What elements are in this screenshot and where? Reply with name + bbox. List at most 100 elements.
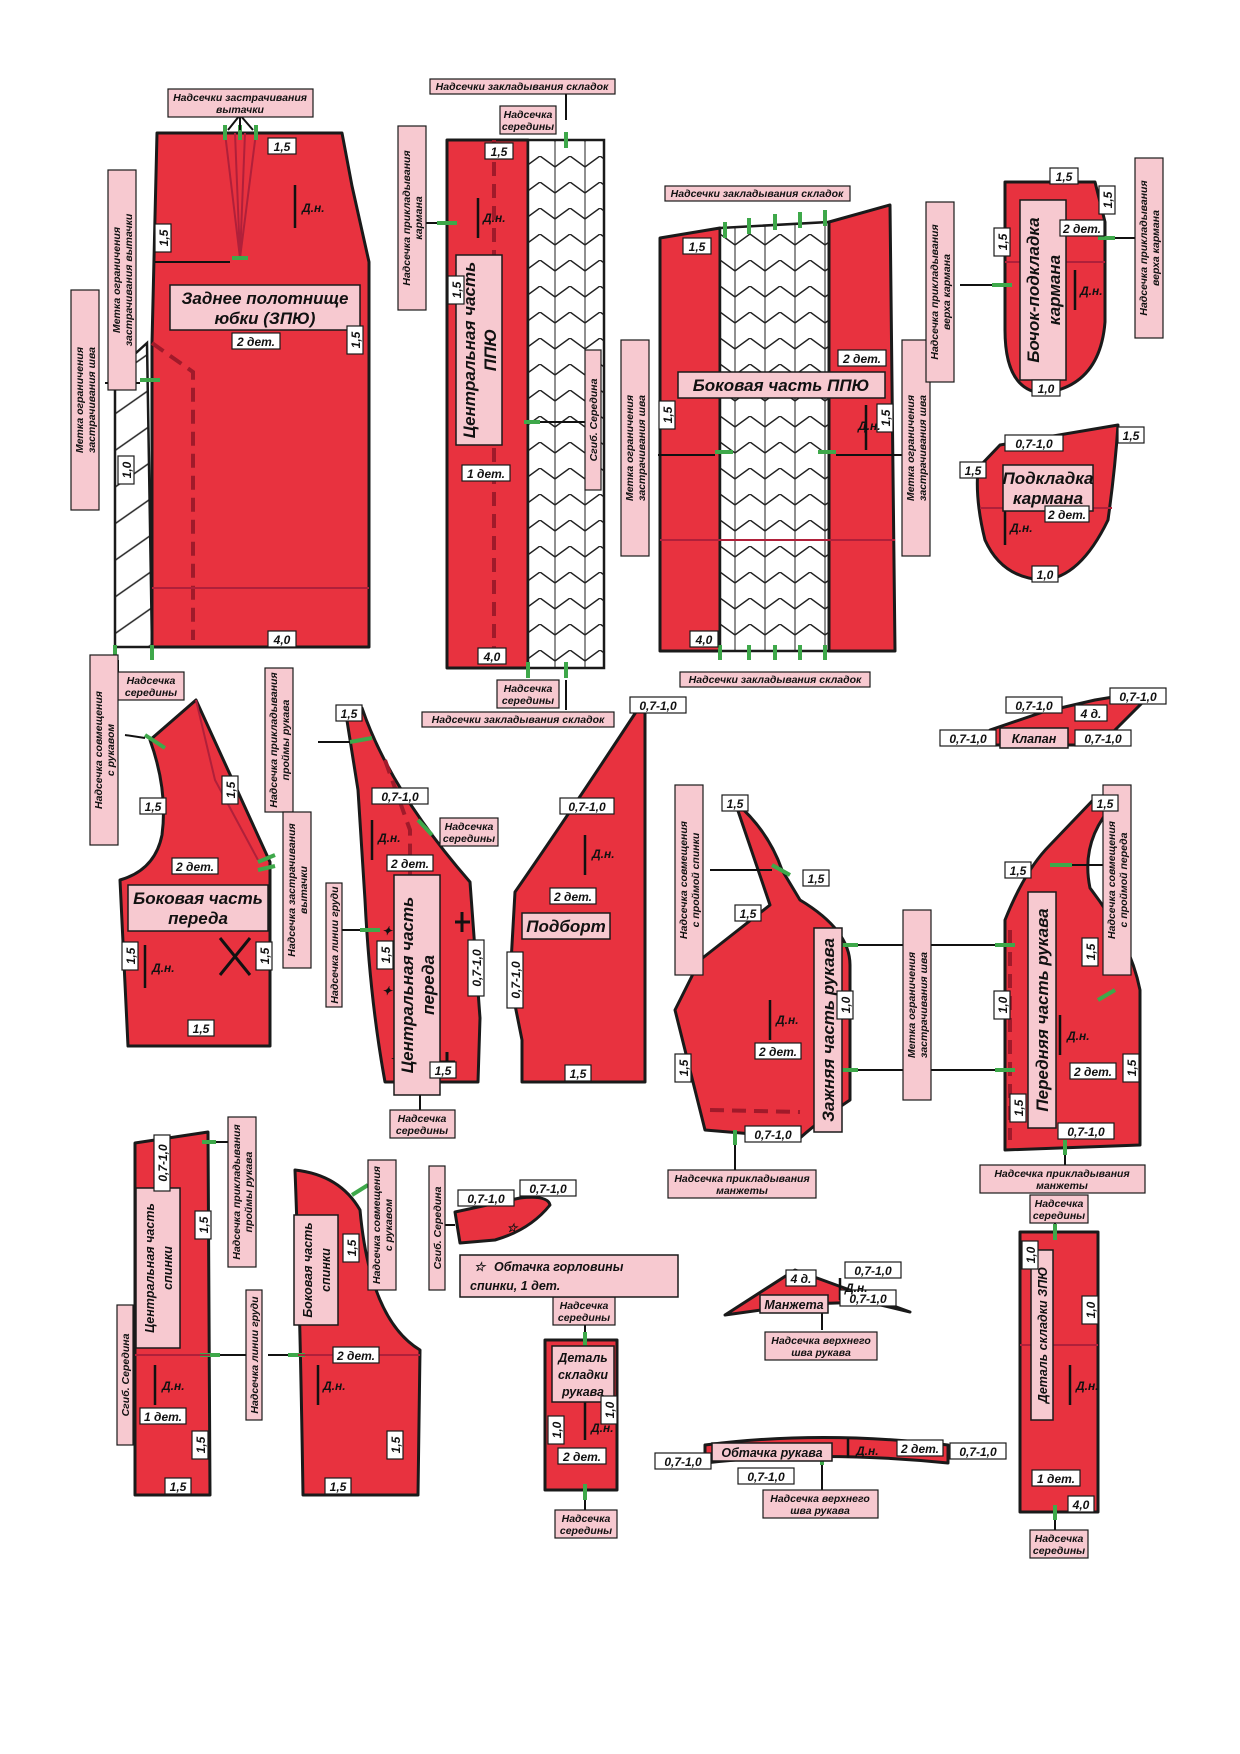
svg-text:2 дет.: 2 дет. [842, 352, 881, 366]
svg-text:Передняя часть рукава: Передняя часть рукава [1033, 908, 1052, 1111]
svg-text:Клапан: Клапан [1012, 732, 1057, 746]
dim-facing-bottom: 1,5 [564, 1064, 592, 1082]
svg-text:Боковая часть: Боковая часть [301, 1222, 315, 1317]
dim-sppu-top: 1,5 [682, 237, 712, 255]
dim-sback-bottom: 1,5 [324, 1477, 352, 1495]
neck-facing-piece: ☆ [453, 1195, 552, 1245]
label-middle-notch-ppu-top: Надсечка середины [499, 105, 557, 135]
svg-text:1,0: 1,0 [1038, 382, 1055, 396]
svg-text:0,7-1,0: 0,7-1,0 [949, 732, 987, 746]
svg-text:1,5: 1,5 [1101, 191, 1115, 208]
svg-text:☆: ☆ [474, 1260, 487, 1274]
svg-text:Подкладка: Подкладка [1003, 469, 1094, 488]
title-cuff: Манжета [759, 1294, 829, 1314]
svg-text:Надсечки закладывания складок: Надсечки закладывания складок [689, 674, 862, 686]
dim-bsleeve-seam: 1,0 [836, 990, 854, 1020]
label-dart-stitch-notches: Надсечки застрачивания вытачки [167, 88, 314, 118]
svg-text:вытачки: вытачки [298, 865, 310, 914]
svg-text:☆: ☆ [507, 1221, 520, 1235]
svg-text:2 дет.: 2 дет. [553, 890, 592, 904]
svg-text:Боковая часть: Боковая часть [133, 889, 263, 908]
title-neck-facing: ☆ Обтачка горловины спинки, 1 дет. [459, 1254, 679, 1298]
title-sleeve-pleat: Деталь складки рукава [551, 1345, 615, 1403]
count-sback: 2 дет. [332, 1346, 380, 1364]
svg-text:Обтачка рукава: Обтачка рукава [721, 1446, 822, 1460]
svg-text:Метка ограничения: Метка ограничения [624, 395, 636, 501]
svg-text:1,0: 1,0 [996, 996, 1010, 1013]
grain-sppu: Д.н. [857, 419, 881, 433]
dim-fsleeve-seam: 1,0 [993, 990, 1011, 1020]
label-middle-notch-zpu-pleat-bottom: Надсечка середины [1029, 1529, 1089, 1559]
svg-text:середины: середины [560, 1525, 612, 1537]
svg-text:1,0: 1,0 [1084, 1301, 1098, 1318]
svg-text:0,7-1,0: 0,7-1,0 [529, 1182, 567, 1196]
grain-plining: Д.н. [1009, 521, 1033, 535]
dim-sfacing-right: 0,7-1,0 [949, 1442, 1007, 1460]
svg-text:1,5: 1,5 [808, 872, 825, 886]
svg-text:Деталь складки ЗПЮ: Деталь складки ЗПЮ [1036, 1267, 1050, 1404]
svg-text:середины: середины [558, 1312, 610, 1324]
svg-text:1,5: 1,5 [389, 1436, 403, 1453]
svg-text:1,5: 1,5 [145, 800, 162, 814]
svg-text:Надсечки закладывания складок: Надсечки закладывания складок [432, 714, 605, 726]
dim-cback-lowr: 1,5 [191, 1430, 209, 1460]
count-spleat: 2 дет. [557, 1447, 607, 1465]
count-bsleeve: 2 дет. [754, 1042, 802, 1060]
svg-text:середины: середины [502, 695, 554, 707]
dim-zpu-top: 1,5 [267, 137, 297, 155]
svg-text:застрачивания шва: застрачивания шва [636, 395, 648, 501]
svg-text:Надсечка верхнего: Надсечка верхнего [771, 1335, 871, 1347]
count-flap: 4 д. [1074, 704, 1108, 722]
dim-cfront-left: 1,5 [376, 940, 394, 970]
svg-text:2 дет.: 2 дет. [1047, 508, 1086, 522]
count-sfront: 2 дет. [171, 857, 219, 875]
count-sppu: 2 дет. [837, 349, 887, 367]
svg-text:Надсечка совмещения: Надсечка совмещения [1106, 821, 1118, 939]
svg-text:Надсечка совмещения: Надсечка совмещения [371, 1166, 383, 1284]
svg-text:0,7-1,0: 0,7-1,0 [754, 1128, 792, 1142]
dim-bsleeve-left: 1,5 [734, 904, 762, 922]
svg-text:середины: середины [502, 121, 554, 133]
grain-cppu: Д.н. [482, 211, 506, 225]
dim-cuff-bottom: 0,7-1,0 [839, 1289, 897, 1307]
dim-sfacing-bottom: 0,7-1,0 [737, 1467, 795, 1485]
svg-text:спинки, 1 дет.: спинки, 1 дет. [470, 1279, 560, 1293]
dim-facing-top: 0,7-1,0 [629, 696, 687, 714]
svg-text:1,5: 1,5 [258, 947, 272, 964]
svg-text:Надсечка: Надсечка [1035, 1198, 1084, 1210]
svg-text:переда: переда [419, 955, 438, 1015]
svg-text:Бочок-подкладка: Бочок-подкладка [1024, 217, 1043, 362]
svg-text:0,7-1,0: 0,7-1,0 [664, 1455, 702, 1469]
dim-zpu-hatch: 1,0 [117, 455, 135, 485]
svg-text:1,5: 1,5 [491, 145, 508, 159]
svg-text:Надсечка линии груди: Надсечка линии груди [329, 886, 341, 1004]
svg-text:кармана: кармана [413, 196, 425, 240]
svg-text:1,5: 1,5 [1010, 864, 1027, 878]
dim-fsleeve-cap: 1,5 [1081, 937, 1099, 967]
label-fold-middle-neck: Сгиб. Середина [428, 1165, 446, 1291]
label-pocket-attach: Надсечка прикладывания кармана [397, 125, 427, 311]
dim-cfront-right: 0,7-1,0 [467, 939, 485, 997]
svg-text:4,0: 4,0 [695, 633, 713, 647]
svg-text:Боковая часть ППЮ: Боковая часть ППЮ [693, 376, 870, 395]
svg-text:4,0: 4,0 [273, 633, 291, 647]
dim-neck-left: 0,7-1,0 [457, 1189, 515, 1207]
dim-fsleeve-bottom: 0,7-1,0 [1057, 1122, 1115, 1140]
svg-text:Надсечка: Надсечка [562, 1513, 611, 1525]
label-upper-seam-sleeve-facing: Надсечка верхнего шва рукава [762, 1489, 879, 1519]
label-sleeve-join-side-back: Надсечка совмещения с рукавом [367, 1159, 397, 1291]
svg-text:1,0: 1,0 [120, 461, 134, 478]
svg-text:2 дет.: 2 дет. [1073, 1065, 1112, 1079]
svg-text:юбки (ЗПЮ): юбки (ЗПЮ) [215, 309, 316, 328]
label-front-armhole: Надсечка совмещения с проймой переда [1102, 784, 1132, 976]
title-side-back: Боковая часть спинки [293, 1214, 339, 1326]
dim-cfront-neck: 0,7-1,0 [371, 787, 429, 805]
svg-text:1,5: 1,5 [740, 907, 757, 921]
dim-plining-left: 1,5 [959, 461, 987, 479]
svg-text:2 дет.: 2 дет. [758, 1045, 797, 1059]
label-seam-limit-side-ppu-left: Метка ограничения застрачивания шва [620, 339, 650, 557]
title-pocket-lining: Подкладка кармана [1002, 464, 1094, 512]
count-cuff: 4 д. [785, 1269, 817, 1287]
dim-plining-right: 1,5 [1117, 426, 1145, 444]
grain-pocket-side: Д.н. [1079, 284, 1103, 298]
